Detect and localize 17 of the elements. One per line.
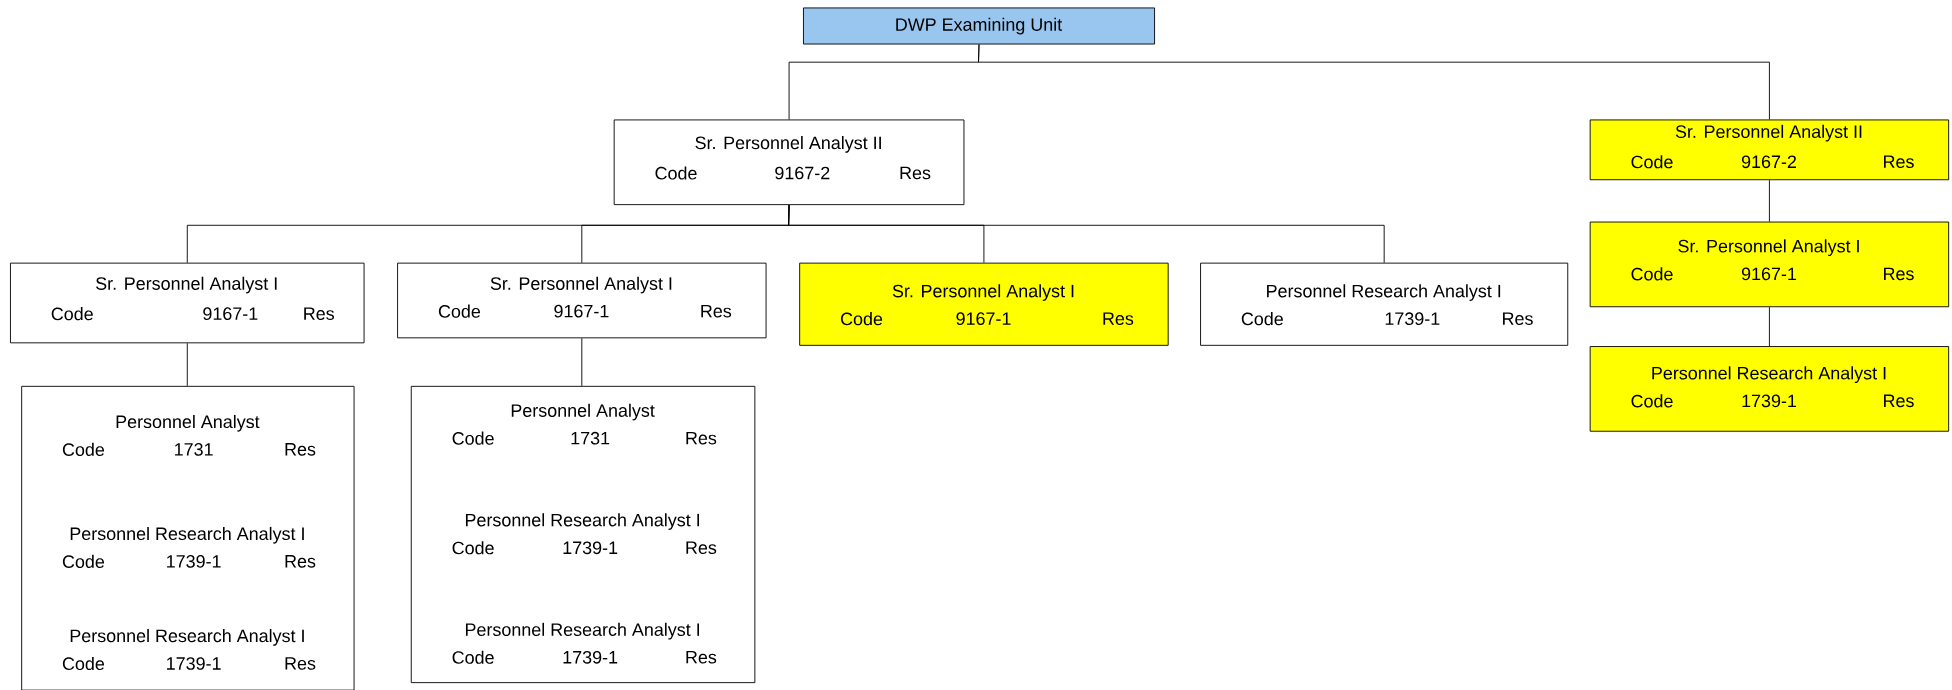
org-box: DWP Examining Unit	[803, 7, 1155, 45]
org-box: Personnel Research Analyst I Code 1739-1 Res	[1589, 346, 1950, 432]
org-box: Sr. Personnel Analyst II Code 9167-2 Res	[1589, 119, 1950, 181]
org-box: Personnel Research Analyst I Code 1739-1 Res	[1200, 262, 1569, 346]
connector-line	[186, 342, 188, 387]
org-box: Sr. Personnel Analyst I Code 9167-1 Res	[10, 262, 365, 344]
org-box: Sr. Personnel Analyst I Code 9167-1 Res	[397, 262, 767, 339]
org-box: Sr. Personnel Analyst I Code 9167-1 Res	[1589, 221, 1950, 308]
org-box: Sr. Personnel Analyst II Code 9167-2 Res	[613, 119, 965, 206]
org-box: Personnel Analyst Code 1731 Res Personnel Research Analyst I Code 1739-1 Res Personnel Research Analyst I Code 1739-1 Res	[410, 385, 756, 684]
connector-line	[788, 204, 1385, 264]
connector-line	[1768, 306, 1770, 347]
connector-line	[1768, 179, 1770, 223]
org-box: Sr. Personnel Analyst I Code 9167-1 Res	[799, 262, 1169, 346]
connector-line	[978, 44, 1770, 120]
org-box: Personnel Analyst Code 1731 Res Personnel Research Analyst I Code 1739-1 Res Personnel Research Analyst I Code 1739-1 Res	[21, 385, 355, 690]
connector-line	[581, 337, 583, 387]
